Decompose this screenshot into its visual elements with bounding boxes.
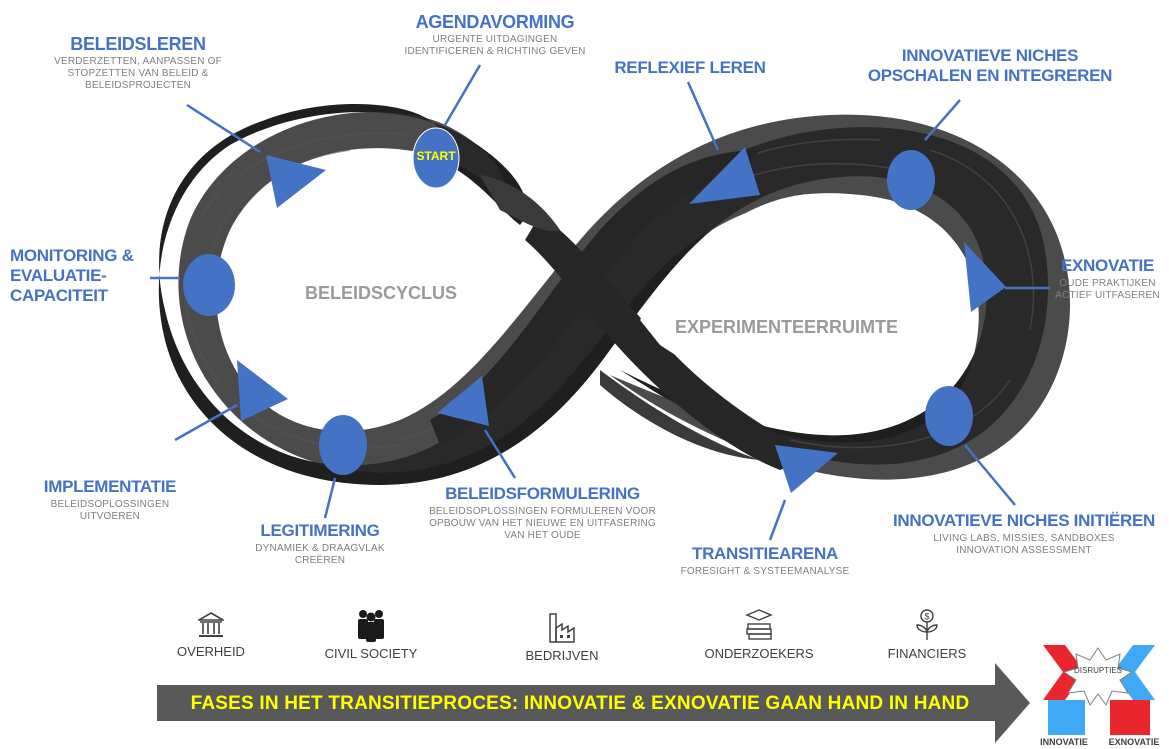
beleidsformulering-title: BELEIDSFORMULERING — [445, 484, 640, 503]
transitiearena-title: TRANSITIEARENA — [692, 544, 838, 563]
beleidscyclus-label: BELEIDSCYCLUS — [305, 283, 458, 303]
phase-beleidsleren: BELEIDSLEREN VERDERZETTEN, AANPASSEN OF … — [38, 34, 238, 92]
experimenteerruimte-label: EXPERIMENTEERRUIMTE — [675, 317, 899, 337]
phase-transitiearena: TRANSITIEARENA FORESIGHT & SYSTEEMANALYS… — [665, 544, 865, 578]
opschalen-title-2: OPSCHALEN EN INTEGREREN — [867, 66, 1113, 85]
opschalen-title-1: INNOVATIEVE NICHES — [901, 46, 1079, 65]
stakeholder-civil-society: CIVIL SOCIETY — [306, 608, 436, 661]
stakeholder-financiers: $ FINANCIERS — [862, 608, 992, 661]
initieren-title: INNOVATIEVE NICHES INITIËREN — [892, 511, 1156, 530]
phase-agendavorming: AGENDAVORMING URGENTE UITDAGINGEN IDENTI… — [395, 12, 595, 58]
monitoring-title-2: EVALUATIE- — [10, 266, 107, 285]
stakeholder-label: ONDERZOEKERS — [704, 646, 814, 661]
beleidsleren-title: BELEIDSLEREN — [70, 34, 206, 54]
stakeholder-label: CIVIL SOCIETY — [324, 646, 418, 661]
loop-right-hole — [640, 193, 968, 411]
legitimering-marker — [319, 415, 367, 475]
start-label: START — [416, 149, 456, 163]
agendavorming-desc-2: IDENTIFICEREN & RICHTING GEVEN — [404, 46, 586, 57]
phase-beleidsformulering: BELEIDSFORMULERING BELEIDSOPLOSSINGEN FO… — [420, 484, 665, 542]
monitoring-marker — [183, 254, 235, 316]
factory-icon — [549, 613, 575, 643]
transitiearena-marker — [775, 445, 838, 493]
stakeholder-bedrijven: BEDRIJVEN — [497, 612, 627, 663]
transition-banner-text: FASES IN HET TRANSITIEPROCES: INNOVATIE … — [190, 693, 970, 714]
innovatie-arrow-b — [1048, 700, 1085, 735]
disruption-center-label: DISRUPTIES — [1073, 666, 1122, 675]
beleidsformulering-desc-3: VAN HET OUDE — [504, 530, 581, 541]
stakeholder-onderzoekers: ONDERZOEKERS — [694, 608, 824, 661]
infinity-loop — [158, 103, 1070, 486]
implementatie-title: IMPLEMENTATIE — [43, 477, 177, 496]
exnovatie-desc-1: OUDE PRAKTIJKEN — [1059, 278, 1156, 289]
beleidsformulering-marker — [437, 376, 489, 426]
initieren-marker — [925, 386, 973, 446]
brush-tail-start — [480, 175, 560, 231]
phase-opschalen: INNOVATIEVE NICHES OPSCHALEN EN INTEGRER… — [855, 46, 1125, 86]
disruption-icon — [1043, 645, 1155, 735]
beleidsleren-desc-1: VERDERZETTEN, AANPASSEN OF — [54, 56, 222, 67]
callout-lines — [150, 64, 1050, 541]
stakeholder-label: BEDRIJVEN — [525, 648, 599, 663]
loop-crossing — [430, 150, 760, 445]
monitoring-title-1: MONITORING & — [10, 246, 134, 265]
opschalen-marker — [887, 150, 935, 210]
agendavorming-title: AGENDAVORMING — [415, 12, 575, 32]
transition-banner-arrow — [157, 663, 1030, 743]
monitoring-title-3: CAPACITEIT — [10, 286, 108, 305]
legitimering-desc-2: CREËREN — [294, 555, 346, 566]
phase-exnovatie: EXNOVATIE OUDE PRAKTIJKEN ACTIEF UITFASE… — [1050, 256, 1165, 302]
phase-reflexief: REFLEXIEF LEREN — [600, 58, 780, 78]
beleidsleren-desc-2: STOPZETTEN VAN BELEID & — [67, 68, 209, 79]
government-building-icon — [198, 612, 224, 637]
reflexief-marker — [689, 147, 760, 204]
exnovatie-desc-2: ACTIEF UITFASEREN — [1055, 290, 1160, 301]
phase-implementatie: IMPLEMENTATIE BELEIDSOPLOSSINGEN UITVOER… — [20, 477, 200, 523]
money-plant-icon: $ — [916, 609, 938, 640]
reflexief-title: REFLEXIEF LEREN — [614, 58, 766, 77]
exnovatie-label: EXNOVATIE — [1108, 737, 1160, 747]
phase-monitoring: MONITORING & EVALUATIE- CAPACITEIT — [10, 246, 160, 306]
stakeholder-label: OVERHEID — [177, 644, 245, 659]
phase-legitimering: LEGITIMERING DYNAMIEK & DRAAGVLAK CREËRE… — [230, 521, 410, 567]
exnovatie-arrow-b — [1110, 700, 1150, 735]
loop-crossing-b — [525, 215, 820, 470]
stakeholder-label: FINANCIERS — [887, 646, 967, 661]
implementatie-desc-2: UITVOEREN — [79, 511, 141, 522]
agendavorming-desc-1: URGENTE UITDAGINGEN — [432, 34, 558, 45]
beleidsleren-marker — [266, 155, 326, 208]
disruption-burst — [1062, 647, 1134, 707]
transitiearena-desc-1: FORESIGHT & SYSTEEMANALYSE — [680, 566, 850, 577]
exnovatie-title: EXNOVATIE — [1060, 256, 1155, 275]
legitimering-title: LEGITIMERING — [260, 521, 380, 540]
beleidsformulering-desc-1: BELEIDSOPLOSSINGEN FORMULEREN VOOR — [429, 506, 656, 517]
loop-left-hole — [232, 182, 500, 397]
innovatie-label: INNOVATIE — [1040, 737, 1088, 747]
people-group-icon — [358, 610, 384, 642]
beleidsleren-desc-3: BELEIDSPROJECTEN — [84, 80, 191, 91]
implementatie-marker — [237, 360, 288, 421]
implementatie-desc-1: BELEIDSOPLOSSINGEN — [50, 499, 170, 510]
start-marker — [412, 127, 460, 189]
initieren-desc-2: INNOVATION ASSESSMENT — [956, 545, 1092, 556]
books-graduation-icon — [745, 609, 773, 640]
initieren-desc-1: LIVING LABS, MISSIES, SANDBOXES — [933, 533, 1115, 544]
stakeholder-overheid: OVERHEID — [146, 612, 276, 659]
loop-left-band — [178, 111, 1070, 480]
beleidsformulering-desc-2: OPBOUW VAN HET NIEUWE EN UITFASERING — [429, 518, 656, 529]
phase-initieren: INNOVATIEVE NICHES INITIËREN LIVING LABS… — [880, 511, 1168, 557]
markers — [183, 127, 1006, 493]
legitimering-desc-1: DYNAMIEK & DRAAGVLAK — [255, 543, 385, 554]
exnovatie-marker — [964, 242, 1006, 312]
svg-text:$: $ — [924, 612, 929, 622]
